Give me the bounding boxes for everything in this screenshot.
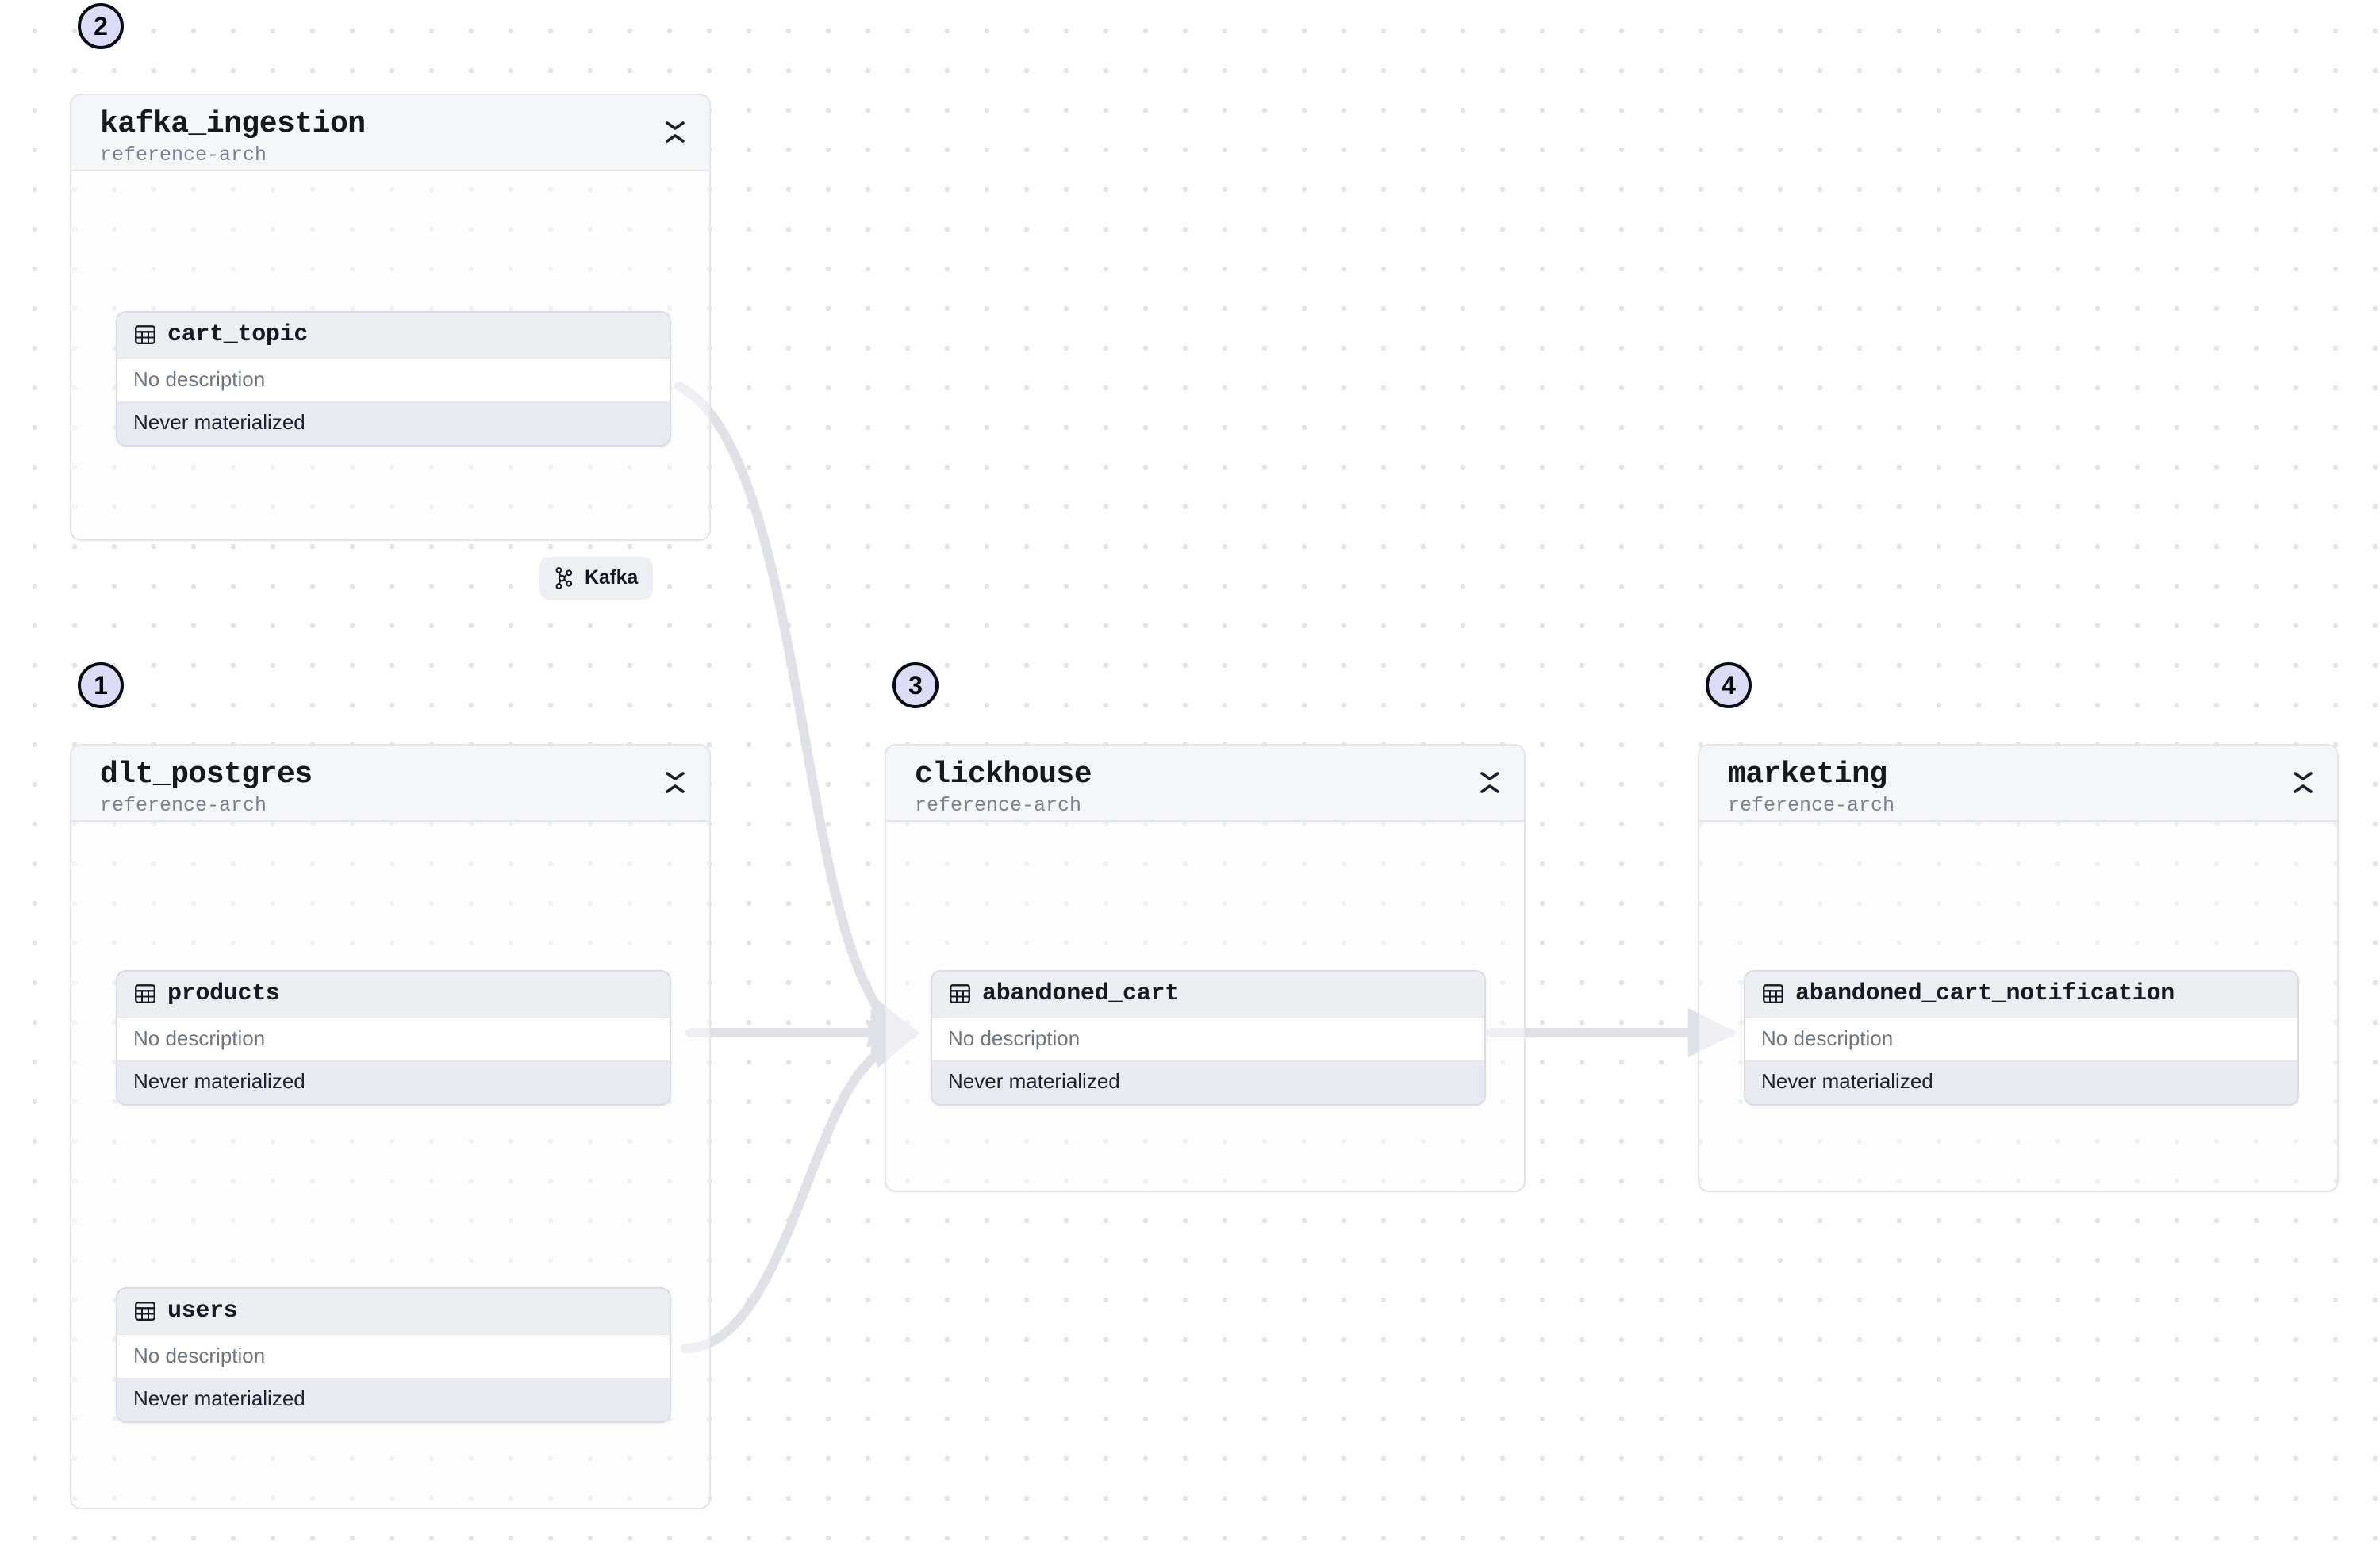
table-node-materialization: Never materialized: [1745, 1060, 2297, 1104]
table-node-header: abandoned_cart_notification: [1745, 972, 2297, 1018]
badge-kafka[interactable]: Kafka: [539, 557, 654, 600]
table-node-materialization: Never materialized: [117, 1060, 670, 1104]
table-node-description: No description: [117, 1335, 670, 1378]
step-badge-4[interactable]: 4: [1706, 662, 1752, 708]
table-node-header: users: [117, 1289, 670, 1335]
group-header[interactable]: marketing reference-arch: [1699, 746, 2337, 822]
group-title: kafka_ingestion: [100, 107, 366, 141]
collapse-icon[interactable]: [1476, 766, 1503, 798]
table-node-name: products: [167, 980, 280, 1007]
table-node-description: No description: [117, 1018, 670, 1060]
collapse-icon[interactable]: [662, 766, 689, 798]
group-header-text: dlt_postgres reference-arch: [100, 757, 313, 818]
group-header[interactable]: kafka_ingestion reference-arch: [71, 95, 709, 171]
group-subtitle: reference-arch: [100, 793, 267, 817]
group-header-text: marketing reference-arch: [1728, 757, 1895, 818]
group-title: dlt_postgres: [100, 757, 313, 792]
group-subtitle: reference-arch: [1728, 793, 1895, 817]
table-node-materialization: Never materialized: [117, 1378, 670, 1421]
group-panel-marketing[interactable]: marketing reference-arch abandoned_cart_…: [1698, 744, 2339, 1192]
group-header-text: clickhouse reference-arch: [915, 757, 1092, 818]
edge-cart-topic-to-abandoned-cart: [674, 382, 920, 1048]
table-node-users[interactable]: users No description Never materialized: [116, 1287, 671, 1423]
table-node-name: abandoned_cart: [982, 980, 1179, 1007]
table-node-name: cart_topic: [167, 321, 309, 348]
table-node-cart-topic[interactable]: cart_topic No description Never material…: [116, 311, 671, 447]
step-badge-2[interactable]: 2: [78, 3, 124, 49]
table-icon: [950, 984, 970, 1003]
table-node-header: products: [117, 972, 670, 1018]
table-node-description: No description: [932, 1018, 1484, 1060]
table-node-materialization: Never materialized: [117, 401, 670, 445]
table-node-abandoned-cart-notification[interactable]: abandoned_cart_notification No descripti…: [1744, 970, 2299, 1106]
table-icon: [1763, 984, 1783, 1003]
table-node-description: No description: [117, 359, 670, 401]
group-header-text: kafka_ingestion reference-arch: [100, 107, 366, 167]
step-badge-3[interactable]: 3: [892, 662, 939, 708]
table-node-header: abandoned_cart: [932, 972, 1484, 1018]
group-title: marketing: [1728, 757, 1887, 792]
table-node-name: users: [167, 1298, 238, 1325]
group-header[interactable]: dlt_postgres reference-arch: [71, 746, 709, 822]
group-subtitle: reference-arch: [915, 793, 1082, 817]
table-icon: [135, 984, 155, 1003]
table-node-name: abandoned_cart_notification: [1795, 980, 2175, 1007]
step-badge-1[interactable]: 1: [78, 662, 124, 708]
table-icon: [135, 325, 155, 344]
table-node-materialization: Never materialized: [932, 1060, 1484, 1104]
group-panel-kafka-ingestion[interactable]: kafka_ingestion reference-arch cart_topi…: [70, 94, 711, 600]
kafka-logo: [555, 566, 573, 589]
table-node-abandoned-cart[interactable]: abandoned_cart No description Never mate…: [931, 970, 1486, 1106]
group-panel-clickhouse[interactable]: clickhouse reference-arch abandoned_cart: [885, 744, 1526, 1192]
table-icon: [135, 1302, 155, 1321]
collapse-icon[interactable]: [662, 116, 689, 148]
collapse-icon[interactable]: [2290, 766, 2317, 798]
group-title: clickhouse: [915, 757, 1092, 792]
group-panel-dlt-postgres[interactable]: dlt_postgres reference-arch products: [70, 744, 711, 1509]
group-subtitle: reference-arch: [100, 143, 267, 167]
edge-users-to-abandoned-cart: [681, 1019, 920, 1353]
table-node-description: No description: [1745, 1018, 2297, 1060]
table-node-products[interactable]: products No description Never materializ…: [116, 970, 671, 1106]
table-node-header: cart_topic: [117, 313, 670, 359]
badge-row-kafka: Kafka: [539, 557, 654, 600]
badge-label: Kafka: [585, 566, 639, 589]
group-header[interactable]: clickhouse reference-arch: [886, 746, 1524, 822]
